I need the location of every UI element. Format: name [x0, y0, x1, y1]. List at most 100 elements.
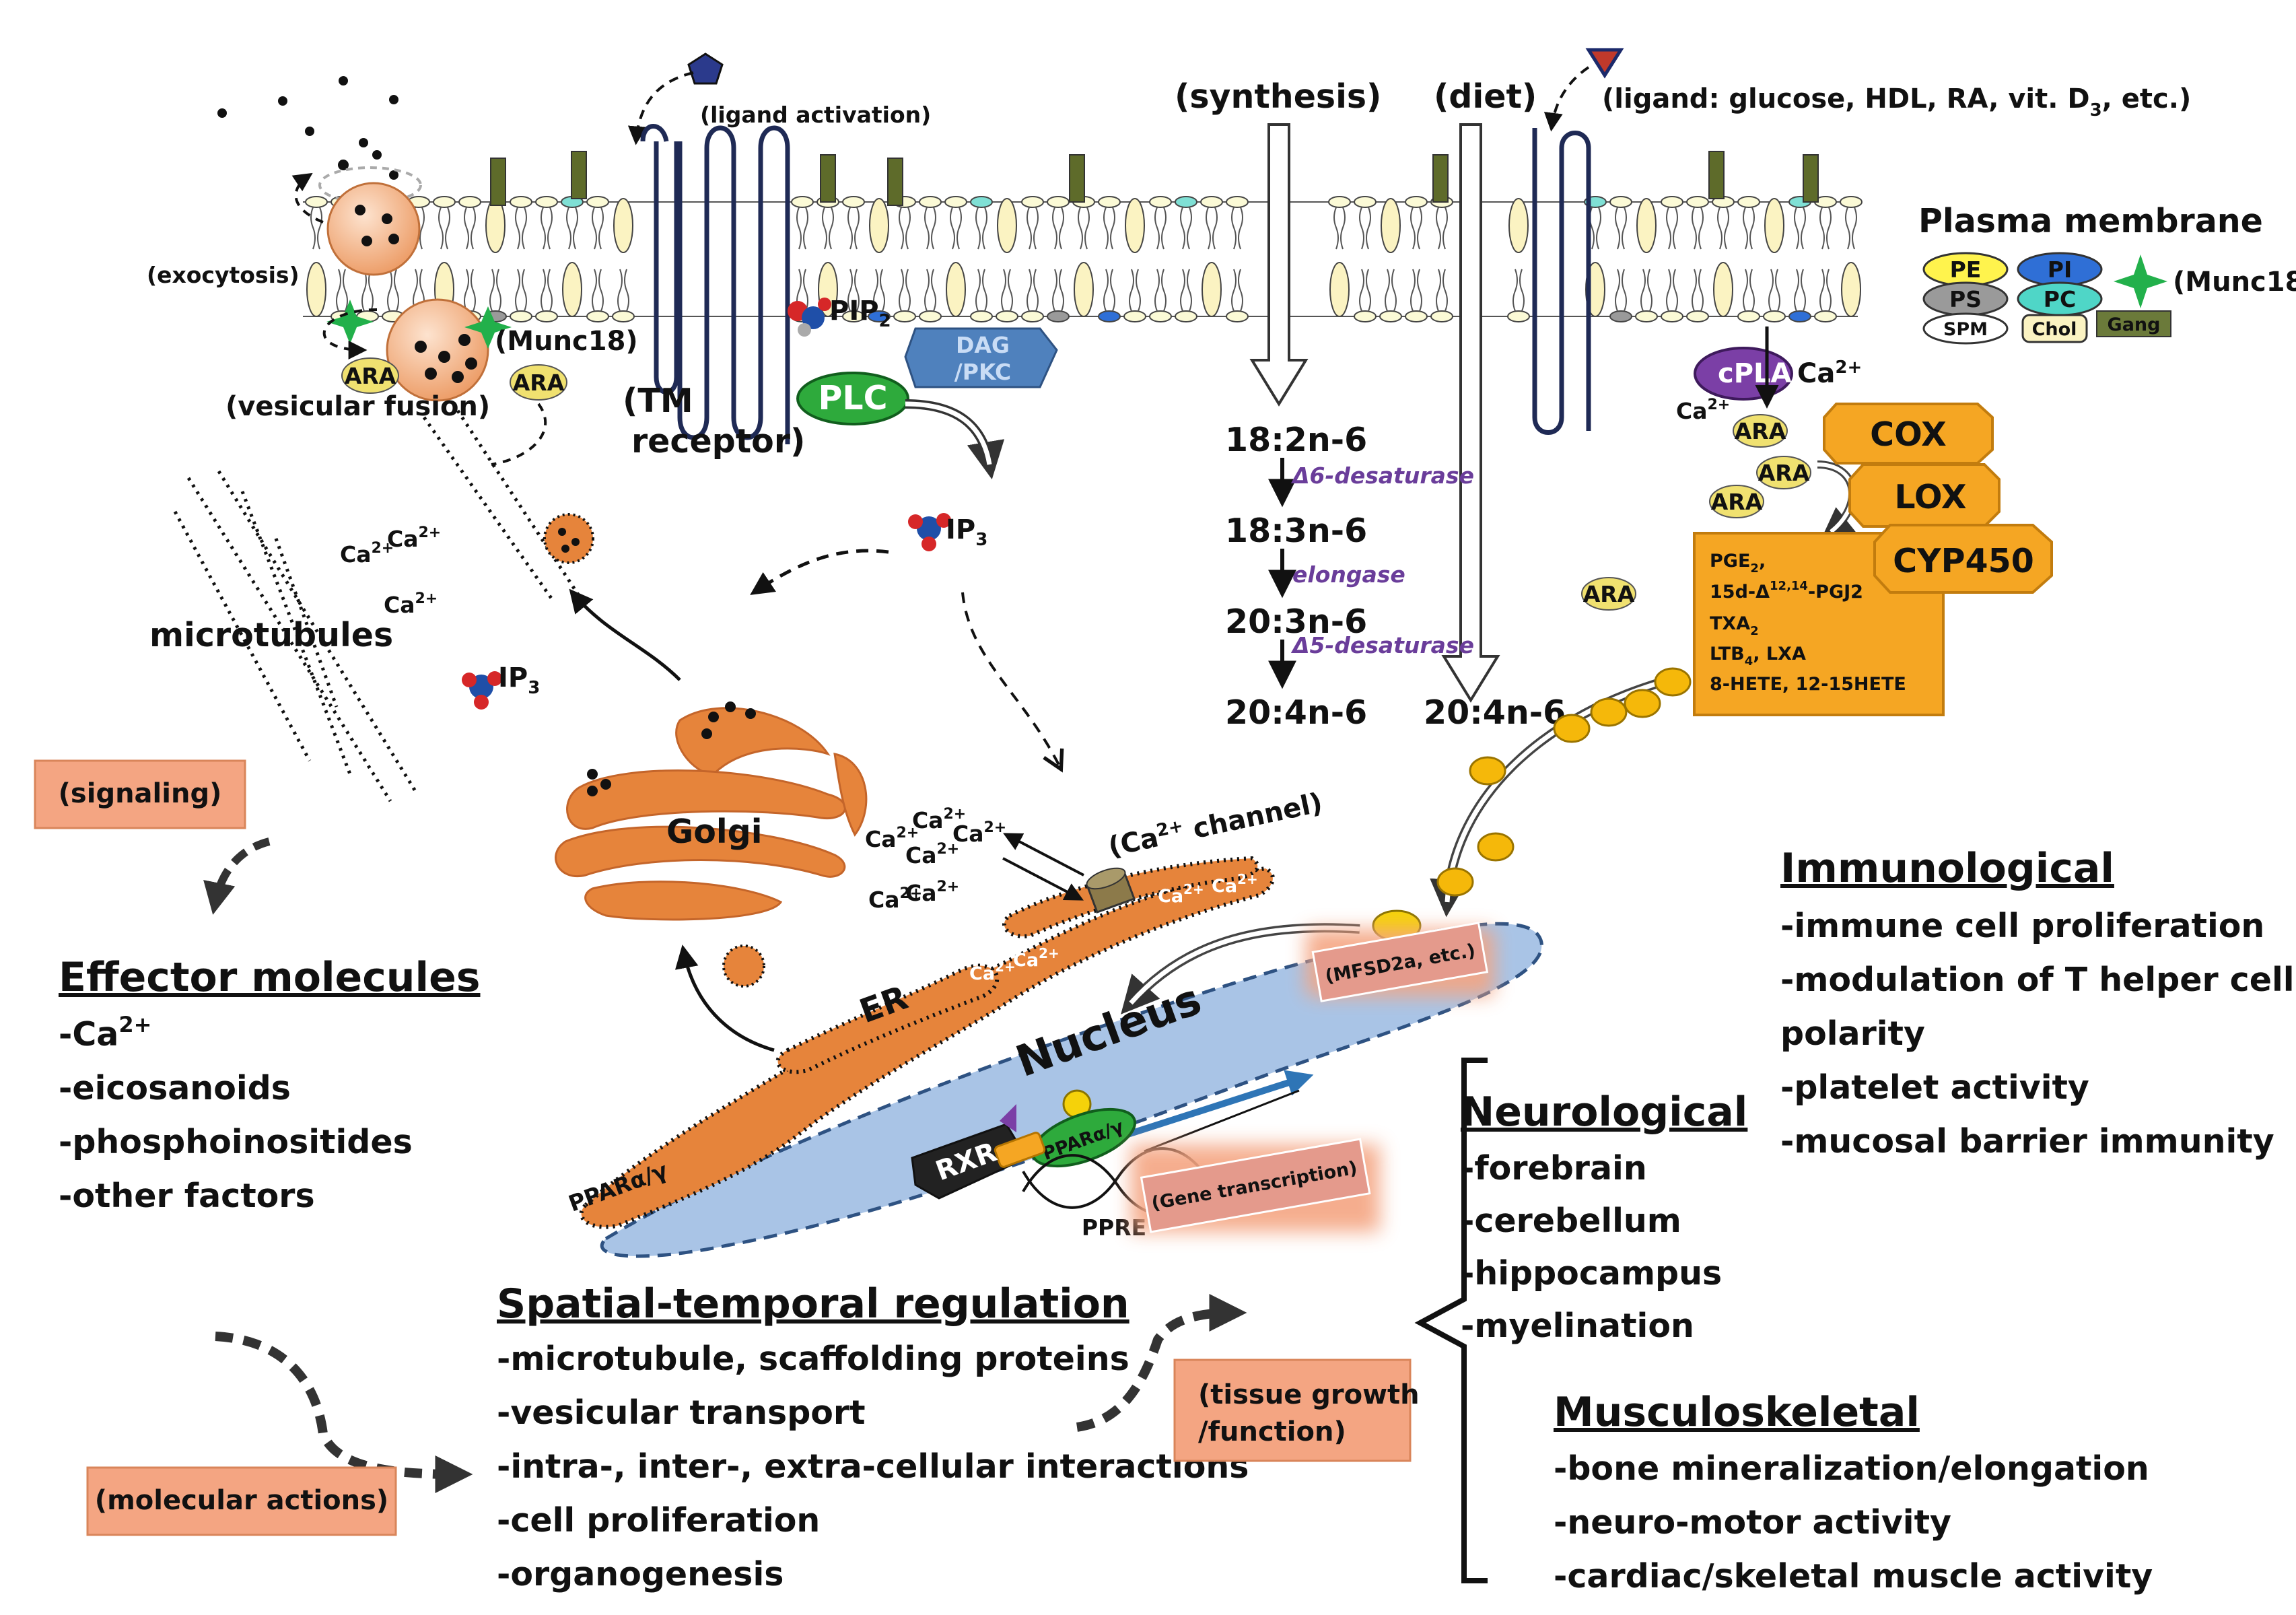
spatial-title: Spatial-temporal regulation: [497, 1280, 1129, 1328]
ip3-molecule-icon: [908, 513, 951, 551]
legend-gang: Gang: [2108, 314, 2161, 335]
ligand-activation-label: (ligand activation): [700, 102, 931, 128]
synthesis-arrow: [1249, 123, 1309, 407]
svg-text:Ca2+: Ca2+: [952, 819, 1006, 847]
membrane-legend: Plasma membrane PE PI PS PC SPM Chol Gan…: [1918, 202, 2296, 345]
legend-chol-swatch: [2021, 314, 2088, 343]
dag-label: DAG: [956, 332, 1010, 358]
svg-text:-bone mineralization/elongatio: -bone mineralization/elongation: [1554, 1449, 2149, 1488]
plc-enzyme: [796, 372, 909, 425]
ca-cpla-a: Ca2+: [1676, 397, 1730, 424]
mfsd2a-glow: [1306, 922, 1494, 1002]
cyp450-label: CYP450: [1893, 542, 2034, 580]
signaling-box: [34, 759, 246, 829]
ca-er-lumen: Ca2+ Ca2+ Ca2+ Ca2+: [969, 871, 1258, 984]
neurological-title: Neurological: [1461, 1089, 1747, 1136]
pkc-label: /PKC: [954, 359, 1012, 385]
svg-text:-forebrain: -forebrain: [1461, 1149, 1647, 1188]
svg-text:-platelet activity: -platelet activity: [1780, 1068, 2089, 1107]
musculoskeletal-block: Musculoskeletal -bone mineralization/elo…: [1554, 1389, 2153, 1595]
transport-vesicle: [543, 513, 594, 564]
svg-text:TXA2: TXA2: [1710, 613, 1759, 638]
ip3-label: IP3: [946, 514, 987, 550]
ara-label-a: ARA: [345, 363, 396, 389]
ligand-triangle-icon: [1585, 48, 1624, 79]
pathway-d5-desaturase: Δ5-desaturase: [1290, 632, 1474, 658]
pathway-18-2: 18:2n-6: [1225, 421, 1367, 459]
tm-receptor-label-2: receptor): [631, 422, 805, 460]
pathway-20-4: 20:4n-6: [1225, 693, 1367, 732]
legend-ps: PS: [1949, 286, 1982, 312]
molecular-actions-box: [86, 1466, 397, 1536]
plasma-membrane: [303, 151, 1863, 322]
ara-ball: [1756, 456, 1811, 489]
secreted-eicosanoids: [1436, 667, 1692, 897]
ara-label-3: ARA: [1711, 489, 1763, 515]
svg-text:-immune cell proliferation: -immune cell proliferation: [1780, 907, 2264, 945]
effector-title: Effector molecules: [59, 954, 480, 1001]
legend-title: Plasma membrane: [1918, 202, 2263, 240]
ca-cytosol-cluster: Ca2+ Ca2+ Ca2+ Ca2+ Ca2+ Ca2+: [865, 806, 1006, 913]
extracellular-dots: [217, 76, 398, 180]
svg-text:Ca2+: Ca2+: [905, 879, 959, 906]
nucleus: [600, 922, 1543, 1258]
cpla2-label: cPLA2: [1718, 358, 1804, 394]
ara-ball: [510, 364, 567, 401]
exocytosis-vesicle: [291, 166, 422, 276]
tissue-growth-label-2: /function): [1198, 1416, 1346, 1447]
ara-ball: [1709, 485, 1764, 518]
munc18-label: (Munc18): [495, 326, 638, 357]
ca-ion-2: Ca2+: [387, 524, 441, 552]
microtubules-lines: [173, 409, 588, 802]
svg-text:-myelination: -myelination: [1461, 1307, 1694, 1345]
svg-text:-eicosanoids: -eicosanoids: [59, 1069, 291, 1107]
ligand-list: (ligand: glucose, HDL, RA, vit. D3, etc.…: [1602, 83, 2191, 121]
svg-text:-vesicular transport: -vesicular transport: [497, 1394, 866, 1432]
svg-text:-mucosal barrier immunity: -mucosal barrier immunity: [1780, 1122, 2274, 1161]
tissue-growth-label-1: (tissue growth: [1198, 1379, 1420, 1410]
svg-text:Ca2+: Ca2+: [1212, 871, 1258, 897]
immunological-block: Immunological -immune cell proliferation…: [1780, 845, 2295, 1161]
ara-ball: [1733, 414, 1788, 448]
musculoskeletal-title: Musculoskeletal: [1554, 1389, 1920, 1436]
ip3-molecule-icon-left: [462, 671, 502, 710]
ca-ion-3: Ca2+: [384, 590, 438, 618]
effector-molecules-block: Effector molecules -Ca2+ -eicosanoids -p…: [59, 954, 480, 1215]
pip2-label: PIP2: [829, 296, 891, 331]
ligand-activation-group: (ligand activation) (synthesis) (diet) (…: [627, 48, 2191, 145]
exocytosis-label: (exocytosis): [147, 262, 300, 288]
dag-pkc-box: [904, 327, 1058, 388]
synthesis-label: (synthesis): [1175, 77, 1381, 116]
spatial-temporal-block: Spatial-temporal regulation -microtubule…: [497, 1280, 1249, 1593]
docked-vesicle: [322, 298, 512, 402]
diet-label: (diet): [1434, 77, 1537, 116]
molecular-actions-label: (molecular actions): [95, 1485, 388, 1516]
ligand-pentagon-icon: [687, 53, 724, 85]
svg-text:-modulation of T helper cell: -modulation of T helper cell: [1780, 961, 2295, 999]
legend-chol: Chol: [2032, 319, 2077, 340]
ara-label-4: ARA: [1583, 581, 1635, 607]
svg-text:-cell proliferation: -cell proliferation: [497, 1501, 820, 1540]
vesicular-fusion-label: (vesicular fusion): [225, 391, 490, 422]
legend-pe: PE: [1950, 256, 1982, 283]
svg-text:Ca2+: Ca2+: [868, 885, 922, 913]
svg-text:Ca2+: Ca2+: [1013, 945, 1059, 971]
cyp450-enzyme: [1873, 524, 2053, 594]
svg-text:-organogenesis: -organogenesis: [497, 1555, 784, 1593]
lox-label: LOX: [1894, 478, 1966, 516]
cox-label: COX: [1870, 415, 1947, 454]
svg-text:-neuro-motor activity: -neuro-motor activity: [1554, 1503, 1951, 1542]
microtubules-label: microtubules: [149, 616, 393, 654]
gene-transcription-glow: [1131, 1138, 1380, 1233]
legend-spm: SPM: [1943, 319, 1988, 340]
pathway-18-3: 18:3n-6: [1225, 512, 1367, 550]
svg-text:Ca2+: Ca2+: [905, 841, 959, 868]
plc-label: PLC: [818, 379, 887, 417]
ca-ion-1: Ca2+: [340, 540, 394, 568]
svg-text:-cardiac/skeletal muscle activ: -cardiac/skeletal muscle activity: [1554, 1557, 2153, 1595]
legend-pc: PC: [2044, 286, 2076, 312]
ip3-label-left: IP3: [498, 662, 540, 698]
munc18-star-icon: [2114, 254, 2167, 308]
legend-munc18: (Munc18): [2173, 267, 2296, 298]
